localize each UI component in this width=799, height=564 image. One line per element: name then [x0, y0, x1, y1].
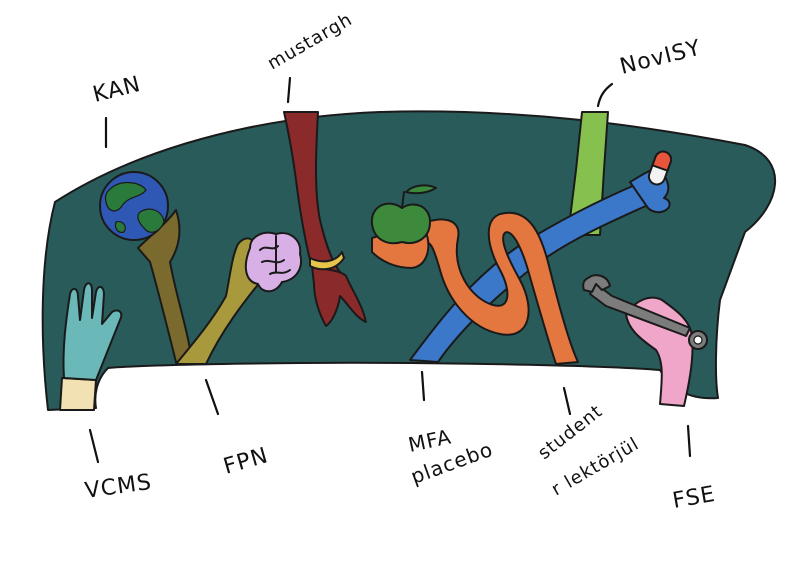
- glove-hand: [62, 282, 123, 381]
- pill-icon: [647, 150, 673, 186]
- khaki-arm: [175, 237, 264, 365]
- maroon-hand: [311, 265, 367, 327]
- globe-icon: [99, 171, 169, 241]
- label-mustargh: mustargh: [264, 9, 356, 74]
- tick-vcms: [88, 428, 100, 464]
- label-fpn: FPN: [221, 443, 272, 480]
- wrench-icon: [582, 274, 708, 350]
- tick-mfa: [420, 370, 426, 402]
- label-kan: KAN: [90, 72, 143, 108]
- apple-icon: [370, 184, 437, 245]
- tick-novisy: [596, 82, 614, 108]
- sleeve: [59, 377, 97, 411]
- brain-icon: [244, 231, 302, 293]
- olive-arm: [137, 209, 193, 363]
- tick-fse: [686, 424, 692, 458]
- label-fse: FSE: [671, 482, 718, 514]
- bracelet: [309, 251, 345, 271]
- orange-arm: [419, 211, 579, 365]
- tick-student: [562, 386, 572, 416]
- tick-mustargh: [286, 76, 292, 104]
- label-novisy: NovISY: [617, 36, 703, 80]
- tick-fpn: [204, 378, 220, 416]
- label-vcms: VCMS: [83, 470, 153, 504]
